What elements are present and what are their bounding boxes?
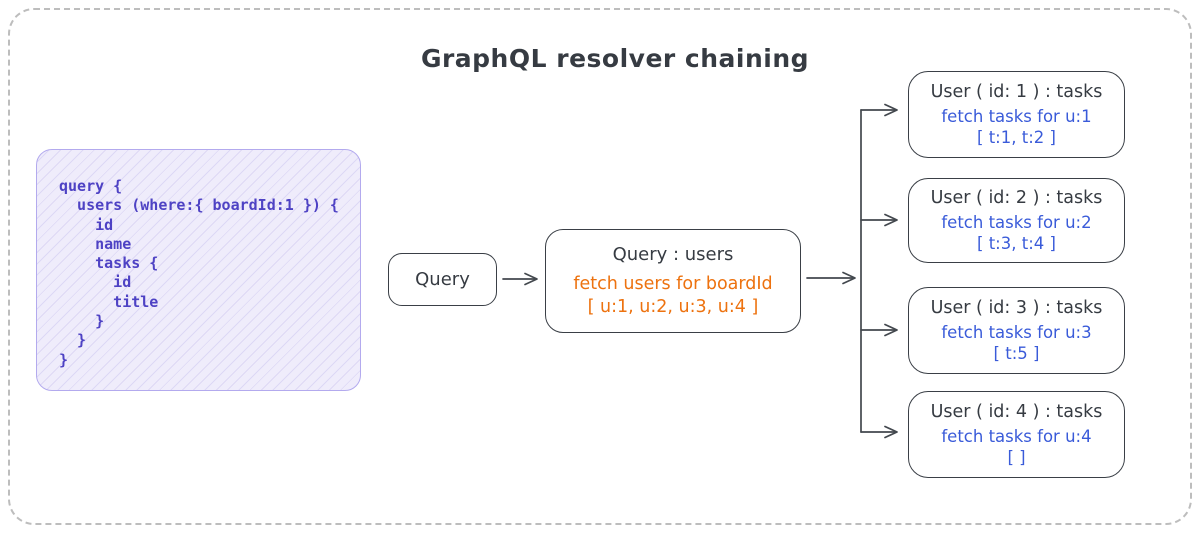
user-resolver-title: User ( id: 4 ) : tasks — [930, 401, 1103, 422]
user-resolver-result: [ t:5 ] — [993, 343, 1040, 363]
user-resolver-title: User ( id: 3 ) : tasks — [930, 297, 1103, 318]
arrow-branch-to-user-4 — [860, 425, 898, 439]
graphql-query-code: query { users (where:{ boardId:1 }) { id… — [59, 177, 339, 369]
page-title: GraphQL resolver chaining — [420, 44, 810, 73]
user-resolver-action: fetch tasks for u:4 — [941, 426, 1092, 446]
root-resolver-box: Query : users fetch users for boardId [ … — [545, 229, 801, 333]
user-resolver-title: User ( id: 1 ) : tasks — [930, 81, 1103, 102]
user-resolver-box-1: User ( id: 1 ) : tasks fetch tasks for u… — [908, 71, 1125, 158]
user-resolver-action: fetch tasks for u:2 — [941, 212, 1092, 232]
root-resolver-action: fetch users for boardId — [573, 273, 773, 294]
arrow-branch-to-user-3 — [860, 323, 898, 337]
arrow-query-to-root-resolver — [502, 272, 538, 286]
user-resolver-result: [ t:1, t:2 ] — [977, 127, 1056, 147]
user-resolver-action: fetch tasks for u:3 — [941, 322, 1092, 342]
user-resolver-box-4: User ( id: 4 ) : tasks fetch tasks for u… — [908, 391, 1125, 478]
arrow-branch-to-user-2 — [860, 213, 898, 227]
graphql-query-code-panel: query { users (where:{ boardId:1 }) { id… — [36, 149, 361, 391]
arrow-root-resolver-to-branch — [806, 271, 856, 285]
query-box: Query — [388, 253, 497, 306]
user-resolver-box-2: User ( id: 2 ) : tasks fetch tasks for u… — [908, 178, 1125, 263]
user-resolver-action: fetch tasks for u:1 — [941, 106, 1092, 126]
root-resolver-title: Query : users — [612, 243, 734, 265]
user-resolver-box-3: User ( id: 3 ) : tasks fetch tasks for u… — [908, 287, 1125, 374]
user-resolver-result: [ t:3, t:4 ] — [977, 233, 1056, 253]
arrow-branch-to-user-1 — [860, 103, 898, 117]
user-resolver-result: [ ] — [1007, 447, 1026, 467]
root-resolver-result: [ u:1, u:2, u:3, u:4 ] — [587, 296, 759, 317]
query-box-label: Query — [415, 269, 470, 290]
user-resolver-title: User ( id: 2 ) : tasks — [930, 187, 1103, 208]
